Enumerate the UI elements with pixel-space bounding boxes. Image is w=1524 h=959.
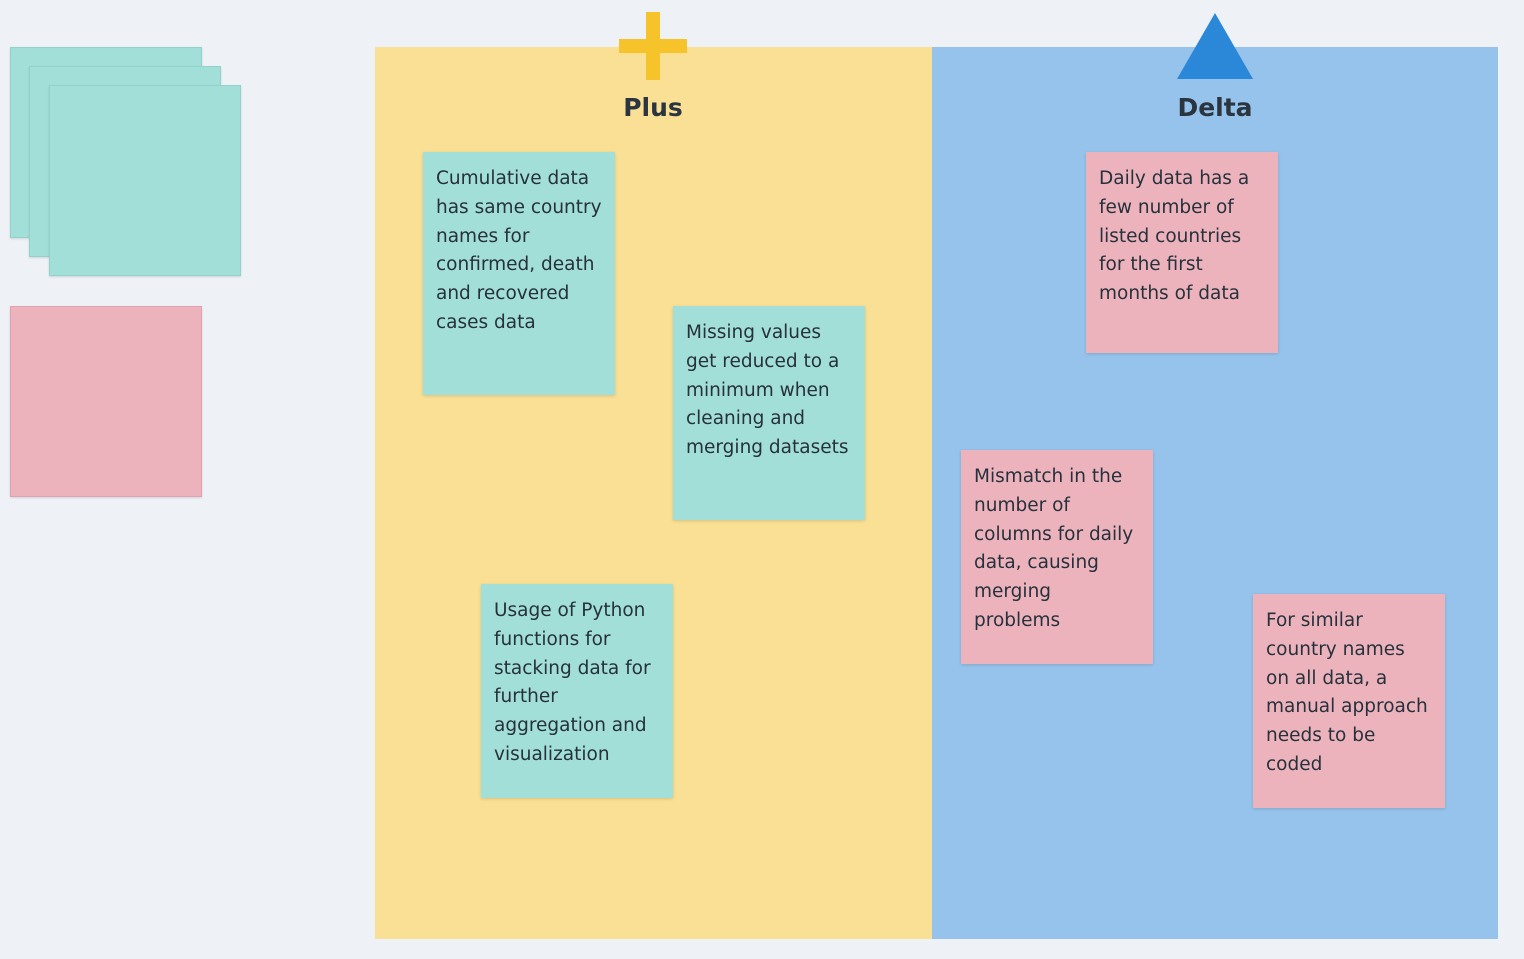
delta-note[interactable]: Mismatch in the number of columns for da…	[961, 450, 1153, 664]
teal-sticky-front[interactable]	[49, 85, 241, 276]
palette-pink-sticky[interactable]	[10, 306, 202, 497]
delta-note[interactable]: Daily data has a few number of listed co…	[1086, 152, 1278, 353]
triangle-icon	[1177, 13, 1253, 79]
plus-note[interactable]: Missing values get reduced to a minimum …	[673, 306, 865, 520]
plus-column-title: Plus	[623, 93, 683, 122]
plus-icon	[619, 12, 687, 80]
delta-note[interactable]: For similar country names on all data, a…	[1253, 594, 1445, 808]
plus-note[interactable]: Usage of Python functions for stacking d…	[481, 584, 673, 798]
plus-note[interactable]: Cumulative data has same country names f…	[423, 152, 615, 395]
delta-column-title: Delta	[1177, 93, 1253, 122]
